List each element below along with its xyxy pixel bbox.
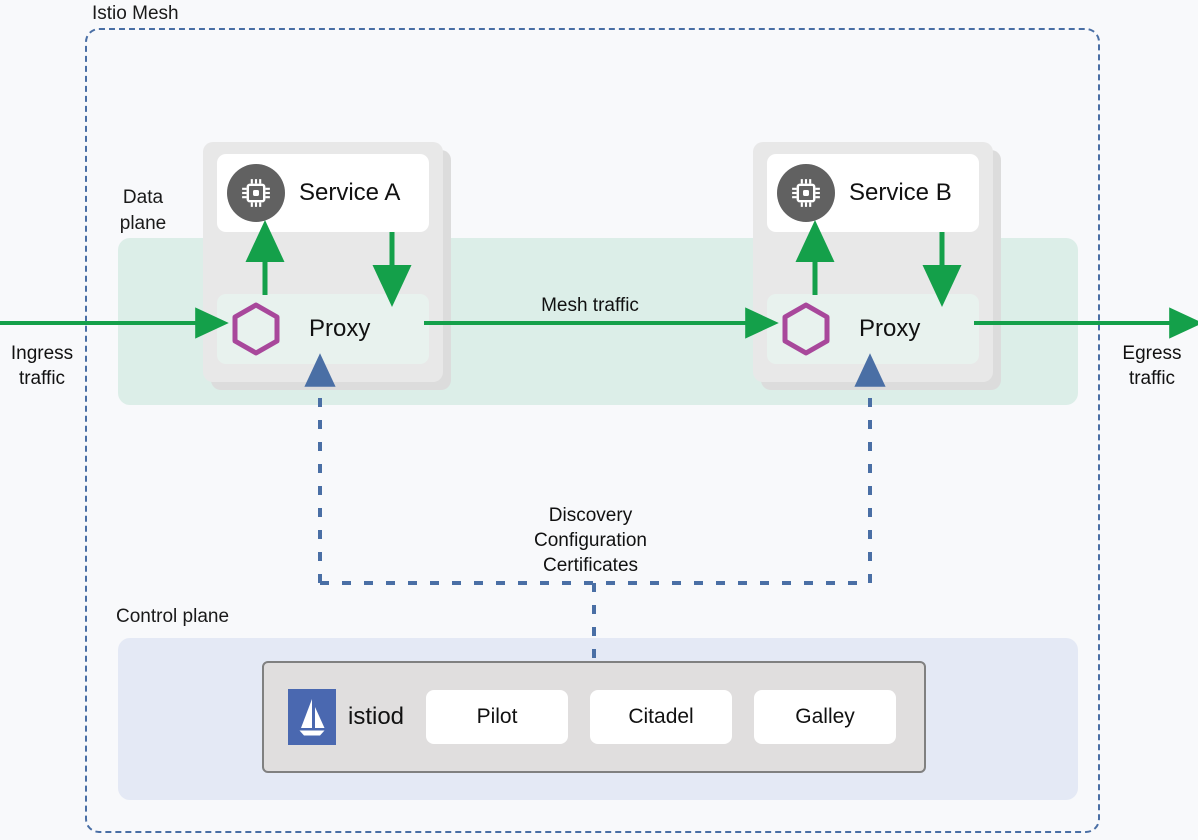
proxy-a-card[interactable]: Proxy bbox=[217, 294, 429, 364]
service-b-card[interactable]: Service B bbox=[767, 154, 979, 232]
hexagon-icon bbox=[229, 302, 283, 356]
discovery-configuration-certificates-label: Discovery Configuration Certificates bbox=[533, 505, 648, 576]
component-citadel[interactable]: Citadel bbox=[590, 690, 733, 744]
service-a-card[interactable]: Service A bbox=[217, 154, 429, 232]
istiod-container: istiod Pilot Citadel Galley bbox=[262, 661, 926, 773]
component-citadel-label: Citadel bbox=[628, 705, 694, 728]
istio-sail-logo-icon bbox=[288, 689, 336, 745]
hexagon-icon bbox=[779, 302, 833, 356]
control-plane-label: Control plane bbox=[116, 606, 230, 627]
service-b-label: Service B bbox=[849, 179, 952, 206]
chip-icon bbox=[777, 164, 835, 222]
component-pilot-label: Pilot bbox=[476, 705, 518, 728]
chip-icon bbox=[227, 164, 285, 222]
ingress-traffic-label: Ingress traffic bbox=[10, 343, 74, 389]
proxy-a-label: Proxy bbox=[309, 315, 371, 342]
pod-service-a: Service A Proxy bbox=[203, 142, 451, 390]
proxy-b-card[interactable]: Proxy bbox=[767, 294, 979, 364]
service-a-label: Service A bbox=[299, 179, 401, 206]
component-galley-label: Galley bbox=[795, 705, 855, 728]
pod-service-b: Service B Proxy bbox=[753, 142, 1001, 390]
proxy-b-label: Proxy bbox=[859, 315, 921, 342]
component-galley[interactable]: Galley bbox=[754, 690, 897, 744]
egress-traffic-label: Egress traffic bbox=[1122, 343, 1182, 389]
data-plane-label: Data plane bbox=[119, 187, 167, 234]
mesh-traffic-label: Mesh traffic bbox=[541, 295, 639, 316]
istio-mesh-title: Istio Mesh bbox=[86, 2, 185, 26]
istio-mesh-boundary bbox=[85, 28, 1100, 833]
istiod-label: istiod bbox=[348, 703, 405, 730]
component-pilot[interactable]: Pilot bbox=[426, 690, 569, 744]
